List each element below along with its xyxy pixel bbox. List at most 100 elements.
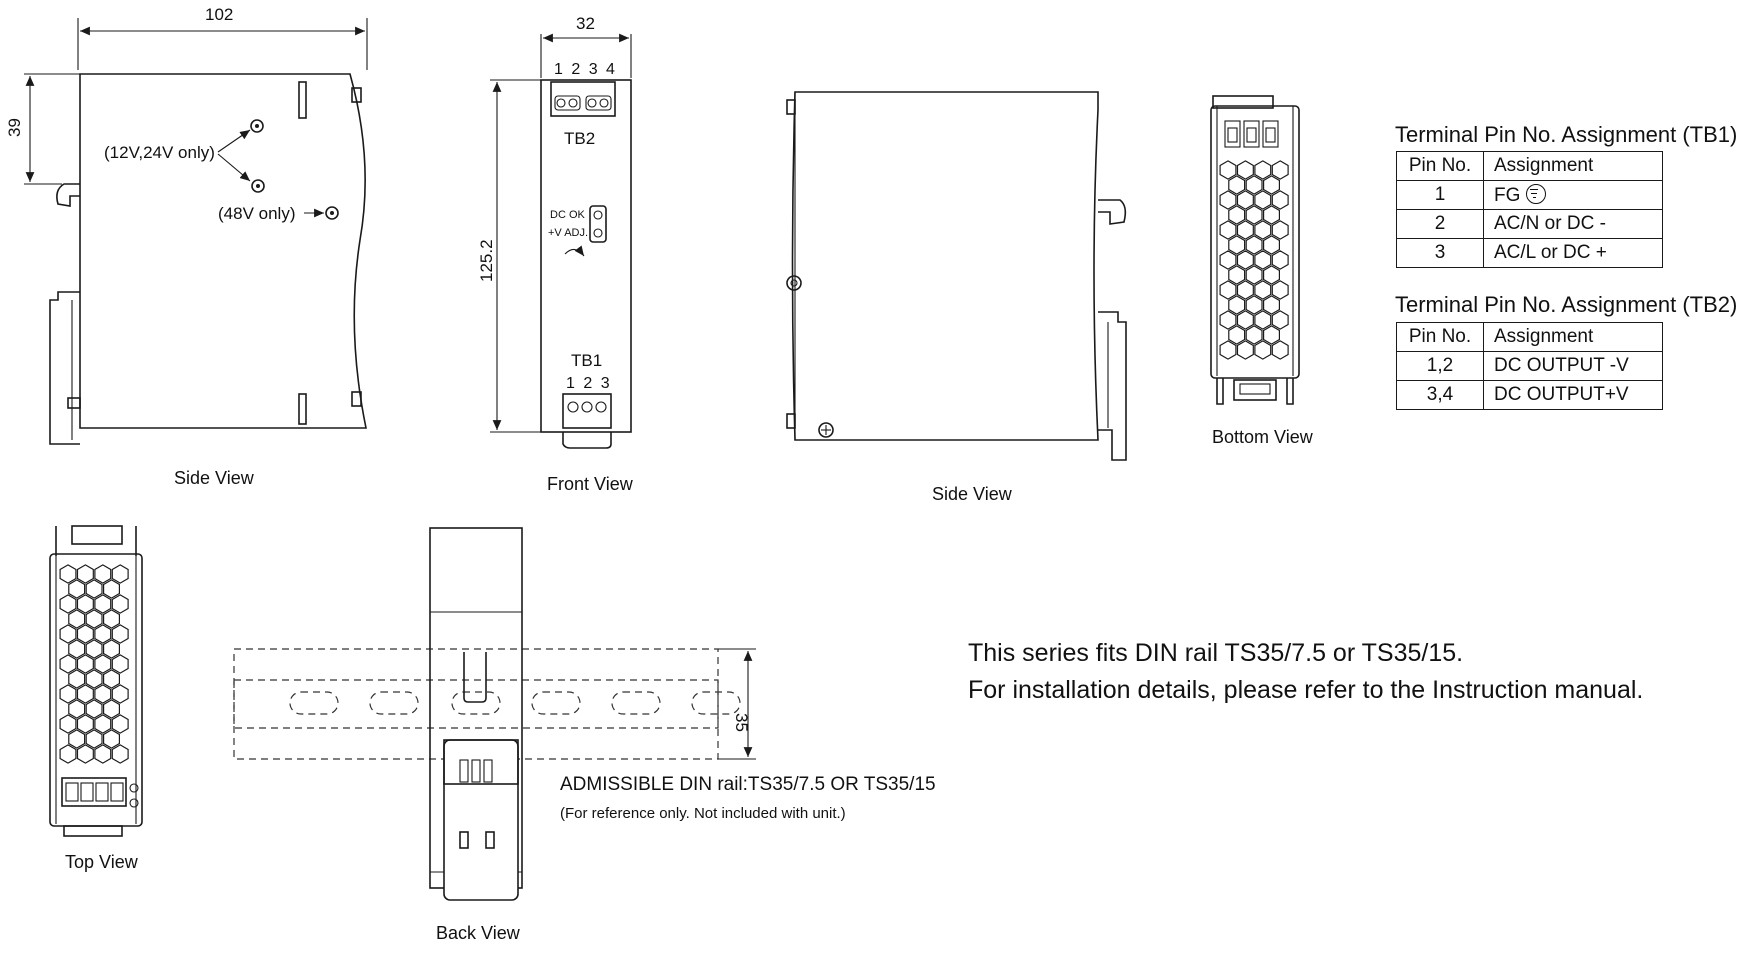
vent-hex bbox=[59, 654, 77, 674]
vent-hex bbox=[1228, 175, 1246, 195]
vent-hex bbox=[111, 744, 129, 764]
assignment-cell: DC OUTPUT -V bbox=[1483, 351, 1663, 381]
back-view bbox=[233, 527, 756, 901]
din-note-line2: For installation details, please refer t… bbox=[968, 676, 1644, 704]
vent-hex bbox=[103, 639, 120, 659]
vent-hex bbox=[1263, 235, 1280, 255]
vent-hex bbox=[1263, 175, 1280, 195]
tb1-table-title: Terminal Pin No. Assignment (TB1) bbox=[1395, 122, 1738, 147]
vent-hex bbox=[1219, 340, 1237, 360]
vent-hex bbox=[103, 609, 120, 629]
dim-height-125: 125.2 bbox=[477, 239, 496, 282]
vent-hex bbox=[85, 639, 103, 659]
din-rail-caption: ADMISSIBLE DIN rail:TS35/7.5 OR TS35/15 bbox=[560, 774, 936, 795]
vent-hex bbox=[1219, 250, 1237, 270]
vent-hex bbox=[76, 564, 94, 584]
tb2-table-title: Terminal Pin No. Assignment (TB2) bbox=[1395, 292, 1738, 317]
vent-hex bbox=[1219, 280, 1237, 300]
vent-hex bbox=[1254, 280, 1272, 300]
vent-hex bbox=[1271, 250, 1289, 270]
vent-hex bbox=[1236, 340, 1254, 360]
pin-cell: 3 bbox=[1396, 238, 1484, 268]
vent-hex bbox=[76, 744, 94, 764]
vent-hex bbox=[59, 564, 77, 584]
vent-hex bbox=[111, 624, 129, 644]
vent-hex bbox=[85, 729, 103, 749]
vent-hex bbox=[1228, 295, 1246, 315]
din-note-line1: This series fits DIN rail TS35/7.5 or TS… bbox=[968, 639, 1464, 667]
vent-hex bbox=[76, 714, 94, 734]
vent-hex bbox=[1219, 310, 1237, 330]
vent-hex bbox=[1254, 340, 1272, 360]
vent-hex bbox=[1245, 235, 1263, 255]
vent-hex bbox=[1271, 190, 1289, 210]
top-view-label: Top View bbox=[65, 852, 138, 872]
vent-hex bbox=[85, 579, 103, 599]
pin-cell: 1,2 bbox=[1396, 351, 1484, 381]
vent-hex bbox=[1219, 160, 1237, 180]
vent-hex bbox=[59, 684, 77, 704]
vent-hex bbox=[1245, 295, 1263, 315]
assignment-cell: DC OUTPUT+V bbox=[1483, 380, 1663, 410]
ground-icon bbox=[1526, 183, 1547, 204]
note-12v-24v: (12V,24V only) bbox=[104, 143, 215, 162]
vent-hex bbox=[1254, 160, 1272, 180]
table-row: 3,4 DC OUTPUT+V bbox=[1396, 380, 1663, 410]
vent-hex bbox=[1245, 265, 1263, 285]
dim-height-39: 39 bbox=[5, 118, 24, 137]
vent-hex bbox=[103, 669, 120, 689]
vent-hex bbox=[1263, 205, 1280, 225]
vent-hex bbox=[68, 579, 86, 599]
assignment-cell: AC/N or DC - bbox=[1483, 209, 1663, 239]
vent-hex bbox=[1245, 325, 1263, 345]
vent-hex bbox=[1263, 325, 1280, 345]
table-row: 3 AC/L or DC + bbox=[1396, 238, 1663, 268]
vent-hex bbox=[1245, 175, 1263, 195]
table-header-row: Pin No. Assignment bbox=[1396, 322, 1663, 352]
vent-hex bbox=[111, 714, 129, 734]
vent-hex bbox=[111, 684, 129, 704]
vent-hex bbox=[1263, 265, 1280, 285]
pin-cell: 2 bbox=[1396, 209, 1484, 239]
back-view-label: Back View bbox=[436, 923, 520, 943]
vent-hex bbox=[1245, 205, 1263, 225]
vent-hex bbox=[1254, 220, 1272, 240]
vent-hex bbox=[1228, 235, 1246, 255]
table-header-row: Pin No. Assignment bbox=[1396, 151, 1663, 181]
vent-hex bbox=[85, 609, 103, 629]
vent-hex bbox=[59, 624, 77, 644]
vent-hex bbox=[68, 729, 86, 749]
top-view bbox=[49, 525, 143, 837]
vent-hex bbox=[111, 564, 129, 584]
vent-hex bbox=[103, 579, 120, 599]
vent-hex bbox=[85, 669, 103, 689]
front-view-label: Front View bbox=[547, 474, 633, 494]
tb1-label: TB1 bbox=[571, 351, 603, 370]
header-pin-no: Pin No. bbox=[1396, 322, 1484, 352]
vent-hex bbox=[76, 594, 94, 614]
vent-hex bbox=[94, 594, 112, 614]
vent-hex bbox=[1236, 280, 1254, 300]
vent-hex bbox=[94, 654, 112, 674]
tb1-table: Pin No. Assignment 1 FG 2 AC/N or DC - 3… bbox=[1396, 151, 1663, 268]
vent-hex bbox=[59, 744, 77, 764]
header-assignment: Assignment bbox=[1483, 151, 1663, 181]
table-row: 2 AC/N or DC - bbox=[1396, 209, 1663, 239]
vent-hex bbox=[111, 654, 129, 674]
vent-hex bbox=[1228, 205, 1246, 225]
vent-hex bbox=[59, 594, 77, 614]
tb2-pin-numbers: 1 2 3 4 bbox=[554, 61, 617, 78]
vent-hex bbox=[68, 609, 86, 629]
vent-hex bbox=[1271, 310, 1289, 330]
vent-hex bbox=[1254, 310, 1272, 330]
table-row: 1,2 DC OUTPUT -V bbox=[1396, 351, 1663, 381]
tb2-table: Pin No. Assignment 1,2 DC OUTPUT -V 3,4 … bbox=[1396, 322, 1663, 410]
tb1-pin-numbers: 1 2 3 bbox=[566, 375, 612, 392]
vent-hex bbox=[1236, 310, 1254, 330]
vent-hex bbox=[76, 654, 94, 674]
side-view-right-label: Side View bbox=[932, 484, 1012, 504]
vent-hex bbox=[94, 624, 112, 644]
assignment-text: FG bbox=[1494, 184, 1521, 206]
side-view-left bbox=[24, 18, 368, 445]
